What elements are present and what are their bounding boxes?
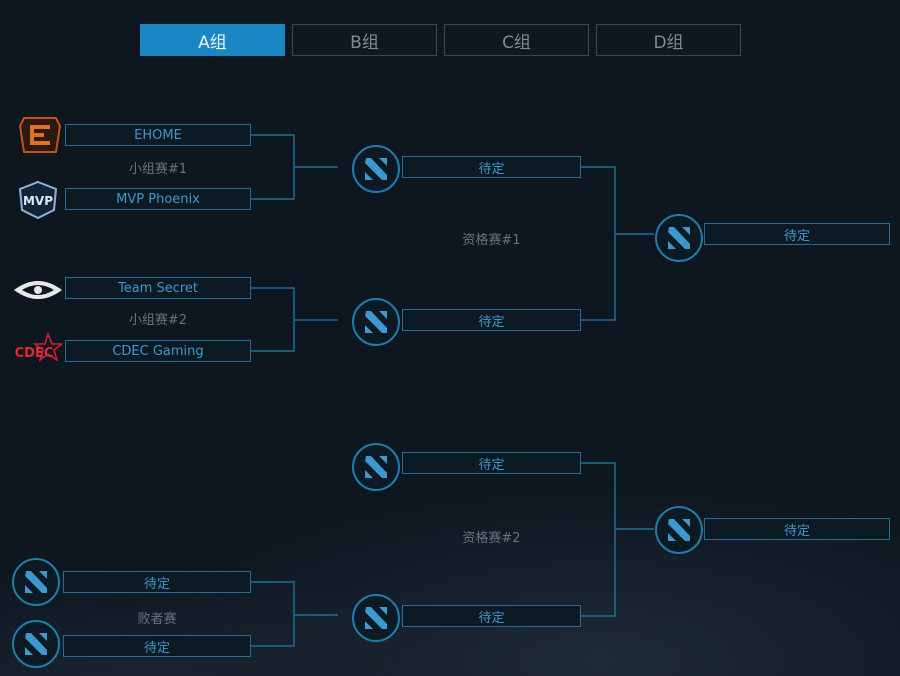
qualifier-2-slot-bottom[interactable]: 待定: [402, 605, 581, 627]
qualifier-2-winner-slot[interactable]: 待定: [704, 518, 890, 540]
qualifier-2-slot-top[interactable]: 待定: [402, 452, 581, 474]
qualifier-1-slot-bottom[interactable]: 待定: [402, 309, 581, 331]
qualifier-1-winner-slot[interactable]: 待定: [704, 223, 890, 245]
team-slot-mvp-phoenix[interactable]: MVP Phoenix: [65, 188, 251, 210]
dota-icon: [352, 145, 400, 193]
dota-icon: [352, 594, 400, 642]
tab-group-b[interactable]: B组: [292, 24, 437, 56]
losers-slot-top[interactable]: 待定: [63, 571, 251, 593]
dota-icon: [655, 214, 703, 262]
group-match-1-label: 小组赛#1: [128, 162, 188, 177]
svg-text:MVP: MVP: [23, 194, 53, 208]
team-slot-cdec-gaming[interactable]: CDEC Gaming: [65, 340, 251, 362]
qualifier-1-label: 资格赛#1: [462, 233, 521, 248]
ehome-logo: [18, 116, 62, 156]
dota-icon: [655, 506, 703, 554]
dota-icon: [352, 298, 400, 346]
team-secret-logo: [12, 270, 64, 310]
group-match-2-label: 小组赛#2: [128, 313, 188, 328]
qualifier-2-label: 资格赛#2: [462, 531, 521, 546]
cdec-gaming-logo: CDEC: [12, 331, 65, 372]
svg-text:CDEC: CDEC: [15, 346, 54, 361]
qualifier-1-slot-top[interactable]: 待定: [402, 156, 581, 178]
losers-match-label: 败者赛: [137, 612, 177, 627]
team-slot-team-secret[interactable]: Team Secret: [65, 277, 251, 299]
tab-group-d[interactable]: D组: [596, 24, 741, 56]
dota-icon: [12, 558, 60, 606]
tab-group-c[interactable]: C组: [444, 24, 589, 56]
tab-group-a[interactable]: A组: [140, 24, 285, 56]
mvp-phoenix-logo: MVP: [16, 180, 60, 220]
dota-icon: [12, 620, 60, 668]
team-slot-ehome[interactable]: EHOME: [65, 124, 251, 146]
dota-icon: [352, 443, 400, 491]
losers-slot-bottom[interactable]: 待定: [63, 635, 251, 657]
